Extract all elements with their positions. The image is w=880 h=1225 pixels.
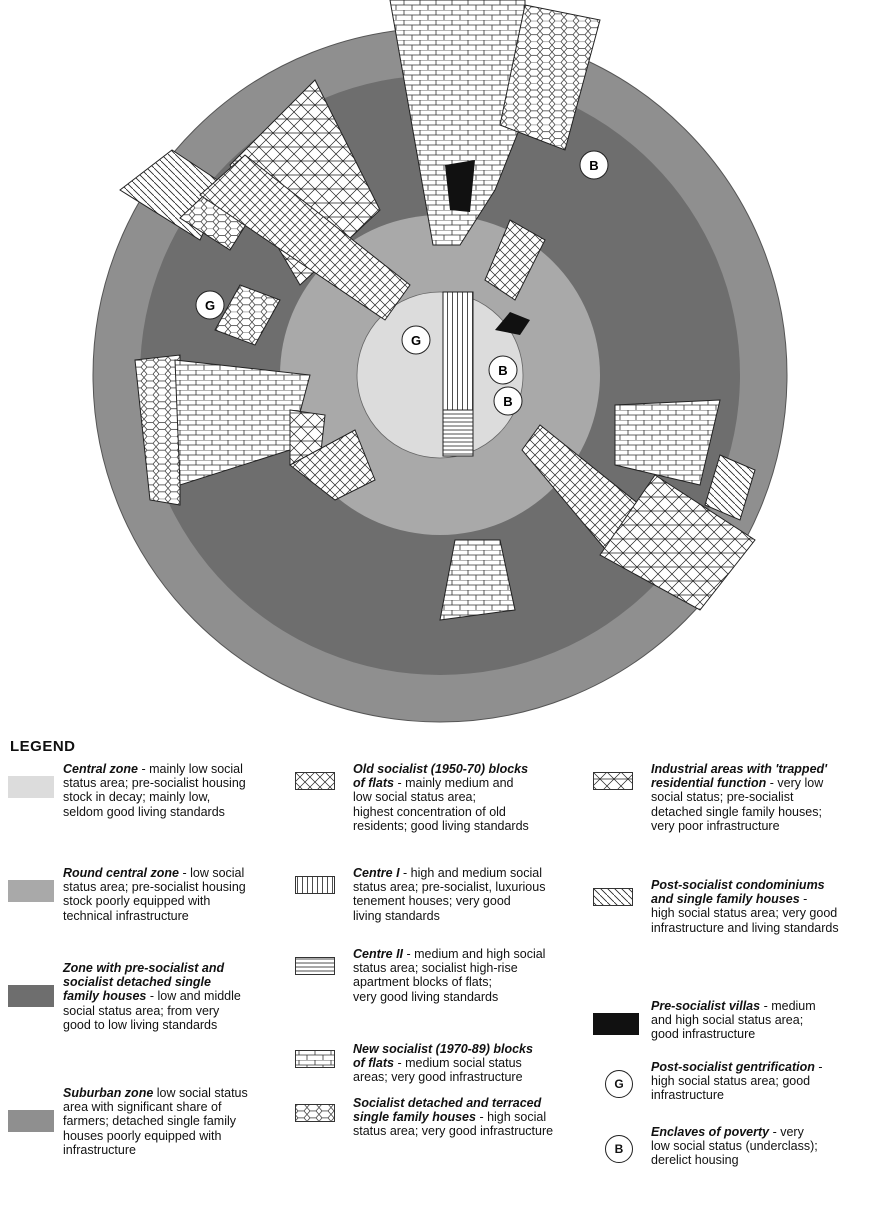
legend-line: family houses - low and middle — [63, 989, 241, 1004]
legend-line: of flats - mainly medium and — [353, 776, 514, 791]
legend-line: highest concentration of old — [353, 804, 506, 819]
legend-line: Socialist detached and terraced — [353, 1096, 542, 1110]
sector-new-socialist-bottom — [439, 539, 516, 621]
marker-letter: B — [589, 158, 598, 173]
sector-industrial-right — [599, 474, 756, 611]
legend-line: good infrastructure — [651, 1027, 756, 1042]
legend-line: social status area; from very — [63, 1003, 220, 1018]
marker-letter: G — [205, 298, 215, 313]
legend-line: low social status area; — [353, 790, 476, 805]
legend-swatch — [593, 888, 633, 906]
legend-line: Enclaves of poverty - very — [651, 1125, 804, 1139]
legend-swatch — [8, 776, 54, 798]
legend-line: Pre-socialist villas - medium — [651, 999, 816, 1013]
sector-detached-left-narrow — [214, 284, 281, 346]
legend-line: and single family houses - — [651, 892, 808, 907]
marker-letter: G — [411, 333, 421, 348]
villa-centre — [495, 312, 530, 335]
marker-letter: B — [498, 363, 507, 378]
legend-line: Post-socialist gentrification - — [651, 1060, 823, 1074]
legend-line: Old socialist (1950-70) blocks — [353, 762, 529, 776]
sector-new-socialist-right — [614, 399, 721, 486]
gentrification-marker: G — [401, 325, 431, 355]
legend-line: infrastructure and living standards — [651, 920, 839, 935]
legend-line: Zone with pre-socialist and — [63, 961, 225, 975]
legend-line: area with significant share of — [63, 1100, 222, 1115]
legend-line: high social status area; good — [651, 1074, 811, 1089]
legend-line: derelict housing — [651, 1153, 739, 1168]
legend-line: Post-socialist condominiums — [651, 878, 825, 892]
legend-line: status area; pre-socialist, luxurious — [353, 880, 546, 895]
legend-line: Central zone - mainly low social — [63, 762, 243, 776]
legend-line: of flats - medium social status — [353, 1056, 522, 1071]
legend-line: low social status (underclass); — [651, 1139, 818, 1154]
urban-zone-diagram: B G B G B — [92, 0, 788, 723]
legend-line: detached single family houses; — [651, 804, 822, 819]
sector-old-right-upper — [484, 219, 546, 301]
central-zone — [356, 291, 524, 459]
legend-line: very poor infrastructure — [651, 818, 780, 833]
legend-line: high social status area; very good — [651, 906, 838, 921]
legend-swatch — [8, 985, 54, 1007]
centre-two-sector — [442, 409, 474, 457]
legend-line: social status; pre-socialist — [651, 790, 794, 805]
legend-swatch — [295, 1050, 335, 1068]
legend-line: Industrial areas with 'trapped' — [651, 762, 828, 776]
gentrification-marker: G — [195, 290, 225, 320]
legend-line: stock poorly equipped with — [63, 894, 211, 909]
legend-swatch — [8, 1110, 54, 1132]
legend-line: areas; very good infrastructure — [353, 1070, 523, 1085]
legend-swatch — [295, 957, 335, 975]
sector-old-left — [199, 154, 411, 321]
enclave-marker: B — [493, 386, 523, 416]
legend-line: living standards — [353, 908, 440, 923]
legend-line: status area; socialist high-rise — [353, 961, 518, 976]
legend-line: socialist detached single — [63, 975, 211, 990]
legend-line: Suburban zone low social status — [63, 1086, 248, 1100]
legend-line: status area; pre-socialist housing — [63, 880, 246, 895]
villa-top — [445, 160, 475, 212]
sector-old-left-lower — [289, 429, 376, 501]
legend-line: residents; good living standards — [353, 818, 529, 833]
legend-swatch — [295, 1104, 335, 1122]
legend-line: status area; very good infrastructure — [353, 1124, 554, 1139]
legend-line: infrastructure — [651, 1088, 724, 1103]
legend-line: Centre II - medium and high social — [353, 947, 546, 961]
legend-swatch — [295, 876, 335, 894]
sector-condo-right — [704, 454, 756, 521]
legend-line: good to low living standards — [63, 1017, 218, 1032]
enclave-marker: B — [579, 150, 609, 180]
legend-swatch — [593, 772, 633, 790]
gentrification-symbol: G — [605, 1070, 633, 1098]
legend-title: LEGEND — [10, 738, 76, 755]
legend-line: tenement houses; very good — [353, 894, 511, 909]
legend-line: stock in decay; mainly low, — [63, 790, 211, 805]
legend-line: farmers; detached single family — [63, 1114, 236, 1129]
legend-line: infrastructure — [63, 1142, 136, 1157]
legend-line: very good living standards — [353, 989, 499, 1004]
legend-swatch — [593, 1013, 639, 1035]
legend-line: Centre I - high and medium social — [353, 866, 542, 880]
legend-line: seldom good living standards — [63, 804, 225, 819]
legend-line: residential function - very low — [651, 776, 824, 791]
marker-letter: B — [503, 394, 512, 409]
centre-one-sector — [442, 291, 474, 411]
sector-detached-far-left — [134, 354, 181, 506]
poverty-symbol: B — [605, 1135, 633, 1163]
legend-swatch — [8, 880, 54, 902]
legend-line: apartment blocks of flats; — [353, 975, 492, 990]
sector-detached-top-right — [499, 4, 601, 151]
legend-line: houses poorly equipped with — [63, 1128, 222, 1143]
enclave-marker: B — [488, 355, 518, 385]
legend-line: single family houses - high social — [353, 1110, 547, 1125]
legend-line: and high social status area; — [651, 1013, 804, 1028]
sector-new-socialist-top — [389, 0, 526, 246]
legend-line: Round central zone - low social — [63, 866, 245, 880]
legend-swatch — [295, 772, 335, 790]
legend-line: New socialist (1970-89) blocks — [353, 1042, 533, 1056]
legend-line: status area; pre-socialist housing — [63, 776, 246, 791]
legend-line: technical infrastructure — [63, 908, 189, 923]
